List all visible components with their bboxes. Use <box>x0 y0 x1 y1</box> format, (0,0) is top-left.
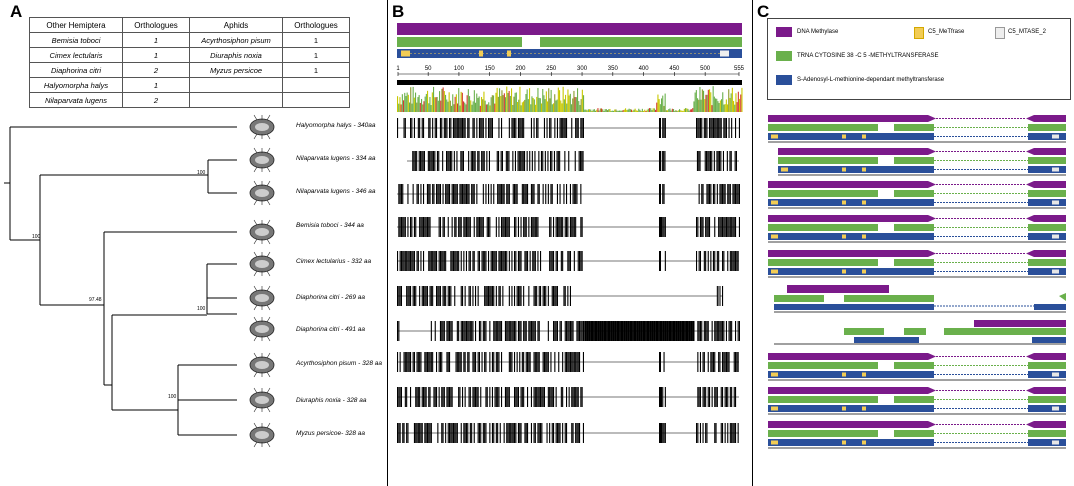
domain-architecture-row <box>768 387 1066 415</box>
dna-methylase-domain <box>397 23 742 35</box>
insect-icon <box>249 219 275 245</box>
bootstrap-label: 100 <box>32 234 41 240</box>
bootstrap-label: 97.48 <box>89 297 102 303</box>
taxon-label: Halyomorpha halys - 340aa <box>296 122 376 129</box>
taxon-label: Nilaparvata lugens - 334 aa <box>296 155 376 162</box>
table-cell <box>282 92 350 108</box>
alignment-row <box>397 286 724 306</box>
ruler-tick-label: 50 <box>425 66 432 72</box>
table-row: Bemisia toboci 1 Acyrthosiphon pisum 1 <box>29 32 350 48</box>
phylogenetic-tree <box>4 114 275 448</box>
table-row: Nilaparvata lugens 2 <box>29 92 350 108</box>
insect-icon <box>249 114 275 140</box>
ruler-tick-label: 100 <box>454 66 465 72</box>
alignment-row <box>397 321 740 341</box>
domain-architecture-row <box>778 148 1066 176</box>
domain-architecture-row <box>774 320 1066 345</box>
legend-swatch-trna <box>776 51 792 61</box>
legend-label-trna: TRNA CYTOSINE 38 -C 5 -METHYLTRANSFERASE <box>797 53 939 59</box>
ruler-tick-label: 250 <box>546 66 557 72</box>
legend-label-dna-methylase: DNA Methylase <box>797 29 839 35</box>
alignment-row <box>397 423 739 443</box>
orthologue-table: Other Hemiptera Orthologues Aphids Ortho… <box>29 17 350 108</box>
alignment-row <box>397 217 740 237</box>
domain-architecture-row <box>774 285 1066 313</box>
trna-domain <box>540 37 742 47</box>
table-cell: Nilaparvata lugens <box>29 92 123 108</box>
domain-architecture-row <box>768 115 1066 143</box>
insect-icon <box>249 422 275 448</box>
table-cell: 1 <box>282 47 350 63</box>
sam-domain <box>397 49 742 58</box>
taxon-label: Acyrthosiphon pisum - 328 aa <box>296 360 382 367</box>
ruler-tick-label: 500 <box>700 66 711 72</box>
domain-architecture-row <box>768 421 1066 449</box>
insect-icon <box>249 180 275 206</box>
taxon-label: Cimex lectularius - 332 aa <box>296 258 372 265</box>
legend-swatch-sam <box>776 75 792 85</box>
ruler-tick-label: 400 <box>639 66 650 72</box>
alignment-row <box>397 118 740 138</box>
bootstrap-label: 100 <box>197 170 206 176</box>
legend-swatch-metfrase <box>914 27 924 39</box>
taxon-label: Diaphorina citri - 491 aa <box>296 326 366 333</box>
domain-architecture-row <box>768 353 1066 381</box>
legend-label-metfrase: C5_MeTfrase <box>928 29 965 35</box>
ruler-tick-label: 555 <box>734 66 745 72</box>
metfrase-motif <box>507 50 511 57</box>
separator-ab <box>387 0 388 486</box>
conservation-histogram <box>397 86 743 112</box>
domain-architecture-row <box>768 215 1066 243</box>
separator-bc <box>752 0 753 486</box>
sequence-alignment <box>397 118 740 443</box>
insect-icon <box>249 387 275 413</box>
domain-architecture-row <box>768 181 1066 209</box>
legend-label-mtase2: C5_MTASE_2 <box>1008 29 1046 35</box>
taxon-label: Nilaparvata lugens - 346 aa <box>296 188 376 195</box>
ruler-tick-label: 300 <box>577 66 588 72</box>
bootstrap-label: 100 <box>168 394 177 400</box>
insect-icon <box>249 251 275 277</box>
ruler-tick-label: 200 <box>515 66 526 72</box>
insect-icon <box>249 316 275 342</box>
metfrase-motif <box>479 50 483 57</box>
alignment-row <box>397 184 740 204</box>
insect-illustrations <box>249 114 275 448</box>
mtase2-motif <box>720 50 729 57</box>
alignment-row <box>397 387 739 407</box>
taxon-label: Myzus persicoe- 328 aa <box>296 430 366 437</box>
domain-architecture-panel <box>768 115 1066 449</box>
alignment-row <box>397 352 739 372</box>
taxon-label: Bemisia toboci - 344 aa <box>296 222 364 229</box>
domain-architecture-row <box>768 250 1066 278</box>
ruler-tick-label: 450 <box>669 66 680 72</box>
insect-icon <box>249 147 275 173</box>
trna-domain <box>397 37 522 47</box>
ruler-tick-label: 150 <box>485 66 496 72</box>
legend-swatch-dna-methylase <box>776 27 792 37</box>
legend-swatch-mtase2 <box>995 27 1005 39</box>
alignment-row <box>397 251 739 271</box>
panel-label-c: C <box>757 2 770 21</box>
taxon-label: Diaphorina citri - 269 aa <box>296 294 366 301</box>
alignment-row <box>407 151 739 171</box>
taxon-label: Diuraphis noxia - 328 aa <box>296 397 367 404</box>
consensus-bar <box>397 80 742 85</box>
bootstrap-label: 100 <box>197 306 206 312</box>
legend-label-sam: S-Adenosyl-L-methionine-dependant methyl… <box>797 77 945 83</box>
ruler-tick-label: 1 <box>396 66 400 72</box>
domain-legend: DNA Methylase C5_MeTfrase C5_MTASE_2 TRN… <box>767 18 1071 100</box>
table-row: Cimex lectularis 1 Diuraphis noxia 1 <box>29 47 350 63</box>
metfrase-motif <box>401 50 410 57</box>
insect-icon <box>249 352 275 378</box>
table-row: Halyomorpha halys 1 <box>29 77 350 93</box>
panel-label-a: A <box>10 2 23 21</box>
panel-label-b: B <box>392 2 405 21</box>
table-row: Diaphorina citri 2 Myzus persicoe 1 <box>29 62 350 78</box>
insect-icon <box>249 285 275 311</box>
ruler-tick-label: 350 <box>608 66 619 72</box>
